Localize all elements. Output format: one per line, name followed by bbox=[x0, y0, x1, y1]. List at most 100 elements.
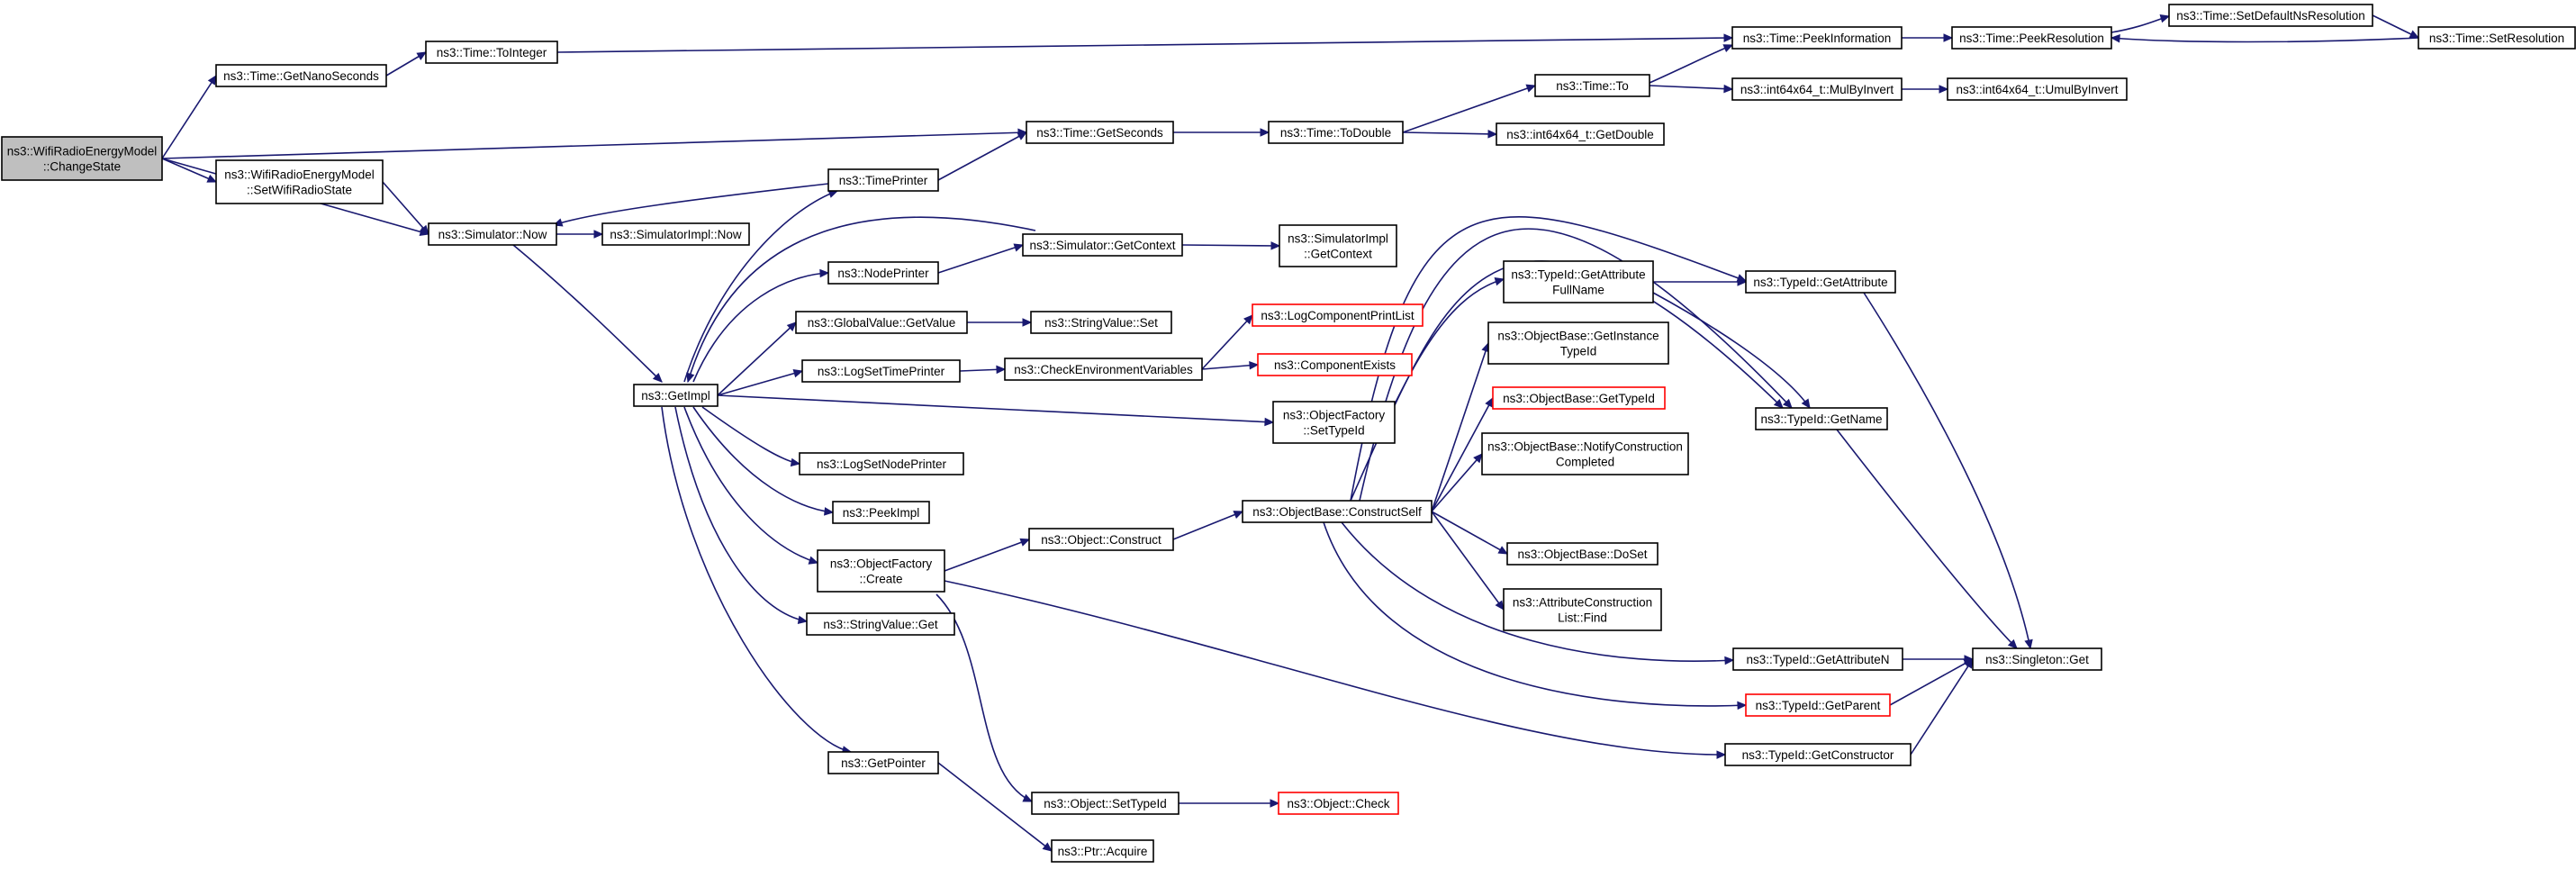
node-constructself[interactable]: ns3::ObjectBase::ConstructSelf bbox=[1242, 500, 1433, 523]
node-peekresolution[interactable]: ns3::Time::PeekResolution bbox=[1951, 26, 2112, 50]
node-box[interactable] bbox=[1252, 303, 1424, 327]
node-box[interactable] bbox=[799, 452, 964, 475]
node-globalvalue_getvalue[interactable]: ns3::GlobalValue::GetValue bbox=[795, 311, 968, 334]
node-box[interactable] bbox=[1257, 353, 1413, 376]
node-box[interactable] bbox=[1030, 311, 1172, 334]
node-box[interactable] bbox=[1972, 647, 2102, 671]
node-getpointer[interactable]: ns3::GetPointer bbox=[827, 751, 939, 774]
node-simulatorimpl_now[interactable]: ns3::SimulatorImpl::Now bbox=[601, 222, 750, 246]
node-box[interactable] bbox=[1028, 528, 1174, 551]
node-box[interactable] bbox=[1534, 74, 1650, 97]
node-box[interactable] bbox=[827, 168, 939, 192]
node-checkenvvars[interactable]: ns3::CheckEnvironmentVariables bbox=[1004, 358, 1203, 381]
node-getconstructor[interactable]: ns3::TypeId::GetConstructor bbox=[1724, 743, 1912, 766]
node-box[interactable] bbox=[1242, 500, 1433, 523]
node-box[interactable] bbox=[817, 549, 945, 593]
node-box[interactable] bbox=[1278, 792, 1399, 815]
node-getattributen[interactable]: ns3::TypeId::GetAttributeN bbox=[1732, 647, 1903, 671]
node-nodeprinter[interactable]: ns3::NodePrinter bbox=[827, 261, 939, 285]
node-box[interactable] bbox=[215, 64, 387, 87]
node-simulator_now[interactable]: ns3::Simulator::Now bbox=[428, 222, 557, 246]
node-logsetnodeprinter[interactable]: ns3::LogSetNodePrinter bbox=[799, 452, 964, 475]
node-objectbase_gettypeid[interactable]: ns3::ObjectBase::GetTypeId bbox=[1492, 386, 1666, 410]
node-peekimpl[interactable]: ns3::PeekImpl bbox=[832, 501, 930, 524]
node-setresolution[interactable]: ns3::Time::SetResolution bbox=[2418, 26, 2576, 50]
node-of_settypeid[interactable]: ns3::ObjectFactory::SetTypeId bbox=[1272, 401, 1396, 444]
node-box[interactable] bbox=[633, 384, 719, 407]
node-componentexists[interactable]: ns3::ComponentExists bbox=[1257, 353, 1413, 376]
node-logsettimeprinter[interactable]: ns3::LogSetTimePrinter bbox=[801, 359, 961, 383]
node-todouble[interactable]: ns3::Time::ToDouble bbox=[1268, 121, 1404, 144]
node-box[interactable] bbox=[795, 311, 968, 334]
node-getparent[interactable]: ns3::TypeId::GetParent bbox=[1745, 693, 1891, 717]
node-peekinformation[interactable]: ns3::Time::PeekInformation bbox=[1731, 26, 1903, 50]
node-typeid_getname[interactable]: ns3::TypeId::GetName bbox=[1755, 407, 1888, 430]
node-getseconds[interactable]: ns3::Time::GetSeconds bbox=[1026, 121, 1174, 144]
node-box[interactable] bbox=[1503, 260, 1654, 303]
node-box[interactable] bbox=[1503, 588, 1662, 631]
node-box[interactable] bbox=[1755, 407, 1888, 430]
node-box[interactable] bbox=[1506, 542, 1659, 566]
node-box[interactable] bbox=[1745, 270, 1896, 294]
node-notifyconstruction[interactable]: ns3::ObjectBase::NotifyConstructionCompl… bbox=[1481, 432, 1689, 475]
node-box[interactable] bbox=[1745, 693, 1891, 717]
node-box[interactable] bbox=[1481, 432, 1689, 475]
node-box[interactable] bbox=[1279, 224, 1397, 267]
node-object_construct[interactable]: ns3::Object::Construct bbox=[1028, 528, 1174, 551]
node-stringvalue_set[interactable]: ns3::StringValue::Set bbox=[1030, 311, 1172, 334]
node-time_to[interactable]: ns3::Time::To bbox=[1534, 74, 1650, 97]
node-sim_getcontext[interactable]: ns3::Simulator::GetContext bbox=[1022, 233, 1183, 257]
node-changestate[interactable]: ns3::WifiRadioEnergyModel::ChangeState bbox=[1, 136, 163, 181]
node-box[interactable] bbox=[1731, 26, 1903, 50]
node-box[interactable] bbox=[1268, 121, 1404, 144]
node-object_check[interactable]: ns3::Object::Check bbox=[1278, 792, 1399, 815]
node-of_create[interactable]: ns3::ObjectFactory::Create bbox=[817, 549, 945, 593]
node-tointeger[interactable]: ns3::Time::ToInteger bbox=[425, 41, 558, 64]
node-box[interactable] bbox=[215, 159, 384, 204]
node-box[interactable] bbox=[428, 222, 557, 246]
node-box[interactable] bbox=[425, 41, 558, 64]
node-ptr_acquire[interactable]: ns3::Ptr::Acquire bbox=[1051, 839, 1154, 863]
node-box[interactable] bbox=[801, 359, 961, 383]
node-box[interactable] bbox=[1947, 77, 2128, 101]
node-typeid_getattribute[interactable]: ns3::TypeId::GetAttribute bbox=[1745, 270, 1896, 294]
node-getimpl[interactable]: ns3::GetImpl bbox=[633, 384, 719, 407]
node-simimpl_getcontext[interactable]: ns3::SimulatorImpl::GetContext bbox=[1279, 224, 1397, 267]
node-stringvalue_get[interactable]: ns3::StringValue::Get bbox=[806, 612, 955, 636]
node-box[interactable] bbox=[1026, 121, 1174, 144]
node-logcomponentprintlist[interactable]: ns3::LogComponentPrintList bbox=[1252, 303, 1424, 327]
node-box[interactable] bbox=[832, 501, 930, 524]
node-timeprinter[interactable]: ns3::TimePrinter bbox=[827, 168, 939, 192]
node-box[interactable] bbox=[827, 751, 939, 774]
node-setwifiradiostate[interactable]: ns3::WifiRadioEnergyModel::SetWifiRadioS… bbox=[215, 159, 384, 204]
node-doset[interactable]: ns3::ObjectBase::DoSet bbox=[1506, 542, 1659, 566]
node-box[interactable] bbox=[2418, 26, 2576, 50]
node-box[interactable] bbox=[1732, 647, 1903, 671]
node-box[interactable] bbox=[1951, 26, 2112, 50]
node-mulbyinvert[interactable]: ns3::int64x64_t::MulByInvert bbox=[1731, 77, 1903, 101]
node-box[interactable] bbox=[1496, 122, 1665, 146]
node-umulbyinvert[interactable]: ns3::int64x64_t::UmulByInvert bbox=[1947, 77, 2128, 101]
node-box[interactable] bbox=[806, 612, 955, 636]
node-getnanoseconds[interactable]: ns3::Time::GetNanoSeconds bbox=[215, 64, 387, 87]
node-box[interactable] bbox=[1731, 77, 1903, 101]
node-box[interactable] bbox=[1051, 839, 1154, 863]
node-box[interactable] bbox=[1022, 233, 1183, 257]
node-singleton_get[interactable]: ns3::Singleton::Get bbox=[1972, 647, 2102, 671]
node-setdefaultnsresolution[interactable]: ns3::Time::SetDefaultNsResolution bbox=[2168, 4, 2373, 27]
node-object_settypeid[interactable]: ns3::Object::SetTypeId bbox=[1031, 792, 1180, 815]
node-box[interactable] bbox=[1487, 321, 1669, 365]
node-box[interactable] bbox=[1492, 386, 1666, 410]
node-getdouble[interactable]: ns3::int64x64_t::GetDouble bbox=[1496, 122, 1665, 146]
node-box[interactable] bbox=[1272, 401, 1396, 444]
node-box[interactable] bbox=[601, 222, 750, 246]
node-box[interactable] bbox=[1004, 358, 1203, 381]
node-box[interactable] bbox=[2168, 4, 2373, 27]
node-box[interactable] bbox=[1724, 743, 1912, 766]
node-box[interactable] bbox=[1031, 792, 1180, 815]
node-box[interactable] bbox=[1, 136, 163, 181]
node-box[interactable] bbox=[827, 261, 939, 285]
